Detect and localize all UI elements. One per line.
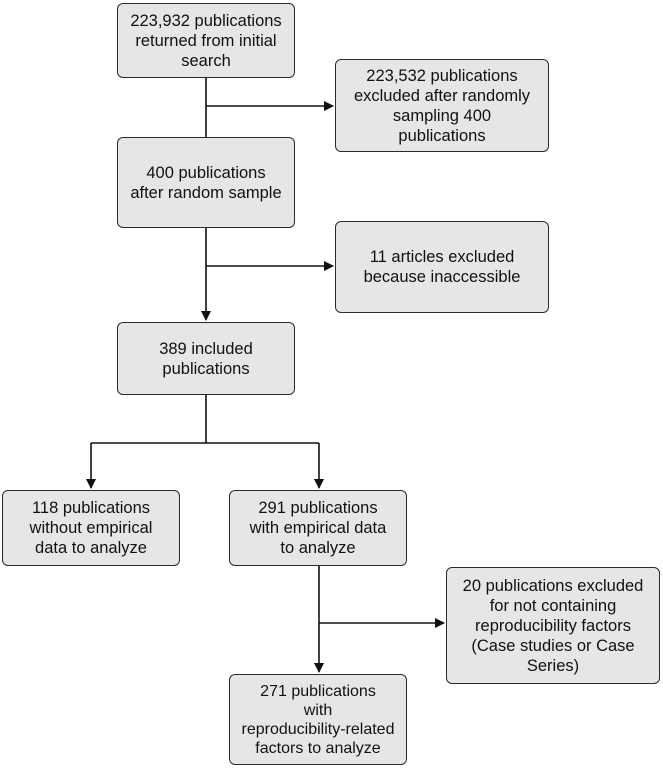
box-initial-search: 223,932 publications returned from initi… (117, 3, 295, 78)
box-excluded-factors: 20 publications excluded for not contain… (446, 567, 660, 684)
box-with-empirical: 291 publications with empirical data to … (229, 490, 407, 566)
box-excluded-inaccessible: 11 articles excluded because inaccessibl… (335, 221, 549, 313)
box-excluded-sampling: 223,532 publications excluded after rand… (335, 59, 549, 152)
box-final: 271 publications with reproducibility-re… (229, 674, 407, 765)
box-random-sample: 400 publications after random sample (117, 137, 295, 228)
box-included: 389 included publications (117, 322, 295, 395)
box-without-empirical: 118 publications without empirical data … (2, 490, 180, 566)
